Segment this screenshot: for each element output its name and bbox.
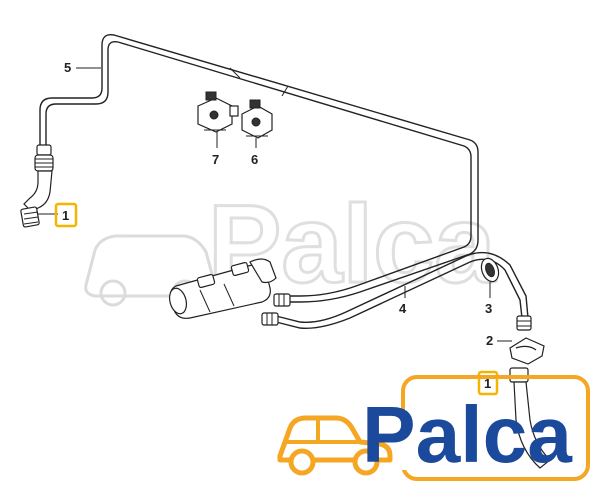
part-3-grommet [480,257,500,283]
svg-text:6: 6 [251,152,258,167]
callout-7: 7 [212,132,219,167]
part-7-connector [197,91,239,133]
logo-text: Palca [362,390,573,479]
callout-1-left-highlight [54,202,78,228]
pipe-fitting-right [516,315,532,331]
svg-text:7: 7 [212,152,219,167]
svg-text:1: 1 [484,376,491,391]
pipe-fitting-lower [261,312,279,326]
brake-line-5 [39,34,479,303]
pipe-fitting-upper [273,293,291,307]
callout-3: 3 [485,282,492,316]
master-cylinder [168,258,277,319]
brake-line-4 [275,251,529,329]
part-2-clip [509,337,545,365]
logo-frame [401,375,590,481]
callout-4: 4 [399,286,407,316]
palca-logo: Palca [270,375,590,481]
svg-text:3: 3 [485,301,492,316]
watermark: Palca [84,182,498,308]
callout-1-right-highlight [477,370,499,396]
callout-5: 5 [64,60,101,75]
brake-hose-1-left [20,144,54,228]
car-icon [277,415,393,476]
callout-6: 6 [251,138,258,167]
svg-text:4: 4 [399,301,407,316]
svg-text:1: 1 [62,208,69,223]
part-6-connector [241,99,273,139]
callout-1-left: 1 [38,202,78,228]
svg-text:5: 5 [64,60,71,75]
svg-text:2: 2 [486,333,493,348]
callout-2: 2 [486,333,512,348]
